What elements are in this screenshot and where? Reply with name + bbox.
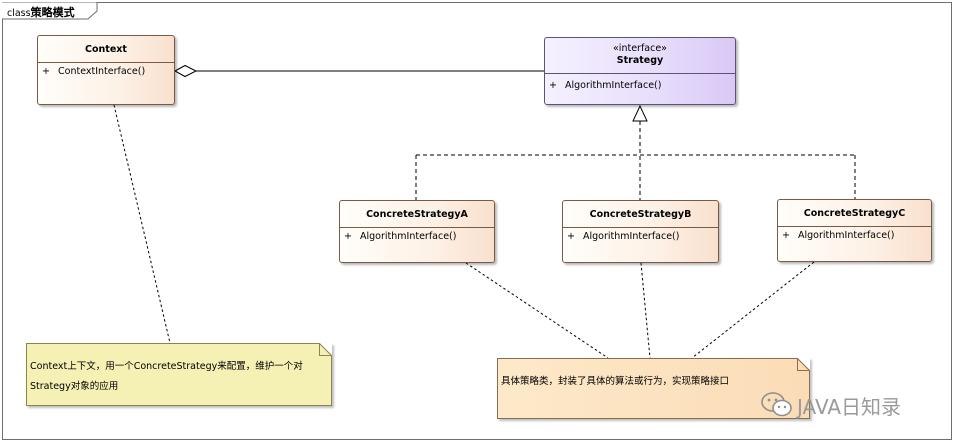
class-concrete-b-name: ConcreteStrategyB bbox=[563, 201, 718, 228]
class-concrete-a-name: ConcreteStrategyA bbox=[340, 201, 494, 228]
frame-title: 策略模式 bbox=[30, 6, 75, 19]
class-concrete-b-operation: +AlgorithmInterface() bbox=[567, 231, 680, 242]
note-context-line1: Context上下文，用一个ConcreteStrategy来配置，维护一个对 bbox=[30, 361, 303, 372]
note-context: Context上下文，用一个ConcreteStrategy来配置，维护一个对 … bbox=[26, 343, 332, 406]
watermark: JAVA日知录 bbox=[759, 389, 935, 419]
frame-keyword: class bbox=[7, 8, 31, 19]
interface-strategy-header: «interface» Strategy bbox=[545, 38, 735, 74]
note-context-line2: Strategy对象的应用 bbox=[30, 381, 119, 392]
watermark-text: JAVA日知录 bbox=[797, 395, 902, 419]
class-concrete-strategy-c[interactable]: ConcreteStrategyC +AlgorithmInterface() bbox=[777, 199, 932, 262]
class-concrete-strategy-b[interactable]: ConcreteStrategyB +AlgorithmInterface() bbox=[562, 200, 719, 263]
class-concrete-c-operation: +AlgorithmInterface() bbox=[782, 230, 895, 241]
class-context-name: Context bbox=[38, 36, 174, 63]
class-context-operation: +ContextInterface() bbox=[42, 66, 146, 77]
aggregation-diamond bbox=[173, 64, 198, 78]
note-anchor-context bbox=[113, 104, 171, 344]
interface-stereotype: «interface» bbox=[613, 43, 667, 54]
class-concrete-a-operation: +AlgorithmInterface() bbox=[344, 231, 457, 242]
note-concrete-line1: 具体策略类，封装了具体的算法或行为，实现策略接口 bbox=[501, 376, 730, 387]
frame-tab: class策略模式 bbox=[2, 2, 98, 20]
class-context[interactable]: Context +ContextInterface() bbox=[37, 35, 175, 105]
realization-arrowhead bbox=[632, 104, 648, 122]
interface-strategy[interactable]: «interface» Strategy +AlgorithmInterface… bbox=[544, 37, 736, 105]
interface-strategy-name: Strategy bbox=[616, 55, 664, 66]
note-anchor-b bbox=[640, 262, 651, 359]
note-concrete-strategy: 具体策略类，封装了具体的算法或行为，实现策略接口 bbox=[497, 358, 810, 419]
note-anchor-c bbox=[691, 261, 815, 359]
class-concrete-strategy-a[interactable]: ConcreteStrategyA +AlgorithmInterface() bbox=[339, 200, 495, 263]
wechat-icon bbox=[761, 392, 792, 417]
note-anchor-a bbox=[465, 262, 609, 359]
class-concrete-c-name: ConcreteStrategyC bbox=[778, 200, 931, 227]
interface-strategy-operation: +AlgorithmInterface() bbox=[549, 80, 662, 91]
diagram-frame bbox=[2, 2, 952, 440]
